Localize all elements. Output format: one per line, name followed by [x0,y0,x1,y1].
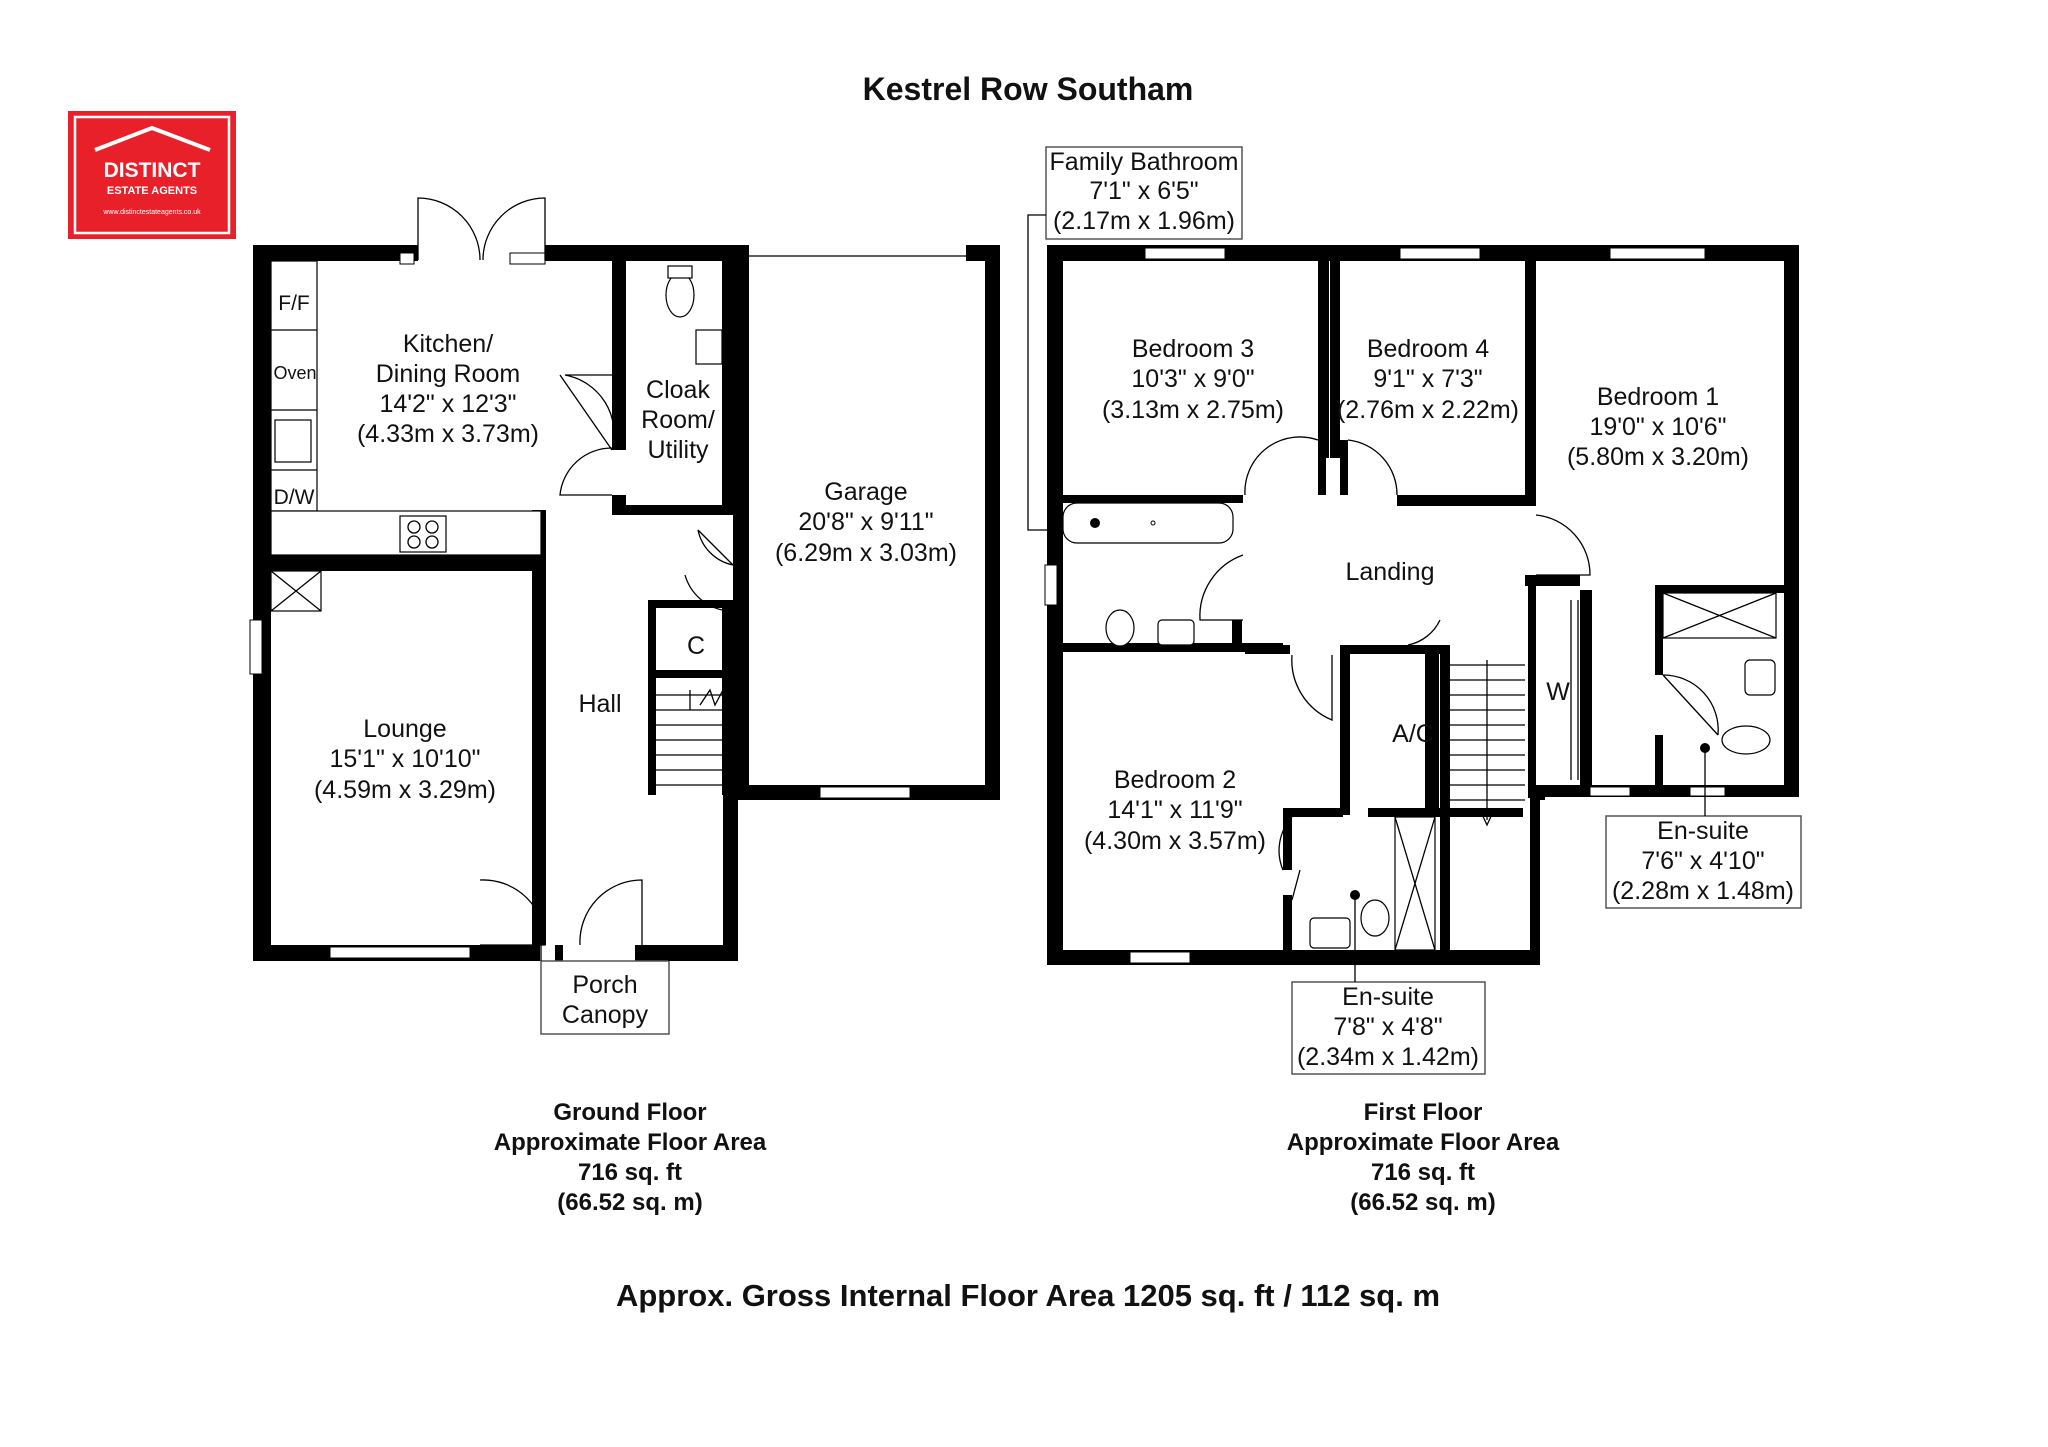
family-bathroom-label: Family Bathroom [1050,148,1239,176]
first-floor-heading: First Floor [1364,1099,1483,1126]
bedroom4-imperial: 9'1" x 7'3" [1373,365,1482,393]
logo-brand: DISTINCT [104,159,201,182]
wardrobe-label: W [1546,678,1570,706]
garage-metric: (6.29m x 3.03m) [775,539,957,567]
bedroom3-metric: (3.13m x 2.75m) [1102,396,1284,424]
bedroom2-metric: (4.30m x 3.57m) [1084,827,1266,855]
oven-label: Oven [273,363,316,383]
garage-label: Garage [824,478,907,506]
cupboard-label: C [687,632,705,660]
ground-floor-sqft: 716 sq. ft [578,1159,682,1186]
kitchen-metric: (4.33m x 3.73m) [357,420,539,448]
family-bathroom-metric: (2.17m x 1.96m) [1053,207,1235,235]
ensuite2-metric: (2.34m x 1.42m) [1297,1043,1479,1071]
cloak-label-3: Utility [647,436,709,464]
lounge-imperial: 15'1" x 10'10" [329,745,480,773]
ff-label: F/F [278,292,310,315]
ground-floor-subheading: Approximate Floor Area [494,1129,767,1156]
garage-imperial: 20'8" x 9'11" [798,508,933,536]
ensuite2-imperial: 7'8" x 4'8" [1333,1013,1442,1041]
first-floor-stairs [1450,660,1525,827]
bedroom1-label: Bedroom 1 [1597,383,1719,411]
porch-label-2: Canopy [562,1001,649,1029]
bedroom3-label: Bedroom 3 [1132,335,1254,363]
hall-label: Hall [578,690,621,718]
bedroom3-imperial: 10'3" x 9'0" [1131,365,1254,393]
logo-tagline: ESTATE AGENTS [107,185,197,197]
kitchen-imperial: 14'2" x 12'3" [379,390,516,418]
bedroom4-label: Bedroom 4 [1367,335,1489,363]
first-floor-subheading: Approximate Floor Area [1287,1129,1560,1156]
lounge-metric: (4.59m x 3.29m) [314,776,496,804]
landing-label: Landing [1346,558,1435,586]
ground-floor-plan [249,197,1000,1035]
cloak-label-1: Cloak [646,376,710,404]
ensuite1-metric: (2.28m x 1.48m) [1612,877,1794,905]
logo-url: www.distinctestateagents.co.uk [102,209,201,216]
bedroom4-metric: (2.76m x 2.22m) [1337,396,1519,424]
porch-label-1: Porch [572,971,637,999]
ground-floor-heading: Ground Floor [553,1099,706,1126]
plan-title: Kestrel Row Southam [863,71,1194,107]
first-floor-plan [1027,146,1802,1075]
bedroom2-label: Bedroom 2 [1114,766,1236,794]
ensuite1-label: En-suite [1657,817,1749,845]
lounge-label: Lounge [363,715,446,743]
kitchen-label-1: Kitchen/ [403,330,493,358]
ensuite2-label: En-suite [1342,983,1434,1011]
bedroom2-imperial: 14'1" x 11'9" [1107,796,1242,824]
bedroom1-imperial: 19'0" x 10'6" [1589,413,1726,441]
distinct-logo: DISTINCT ESTATE AGENTS www.distinctestat… [68,111,236,239]
cloak-label-2: Room/ [641,406,715,434]
kitchen-label-2: Dining Room [376,360,521,388]
bedroom1-metric: (5.80m x 3.20m) [1567,443,1749,471]
family-bathroom-imperial: 7'1" x 6'5" [1089,177,1198,205]
dw-label: D/W [274,486,315,509]
first-floor-sqm: (66.52 sq. m) [1350,1189,1495,1216]
first-floor-sqft: 716 sq. ft [1371,1159,1475,1186]
airing-cupboard-label: A/C [1392,720,1434,748]
ground-floor-sqm: (66.52 sq. m) [557,1189,702,1216]
gross-internal-area: Approx. Gross Internal Floor Area 1205 s… [616,1278,1440,1313]
ground-floor-stairs [656,688,724,786]
ensuite1-imperial: 7'6" x 4'10" [1641,847,1764,875]
